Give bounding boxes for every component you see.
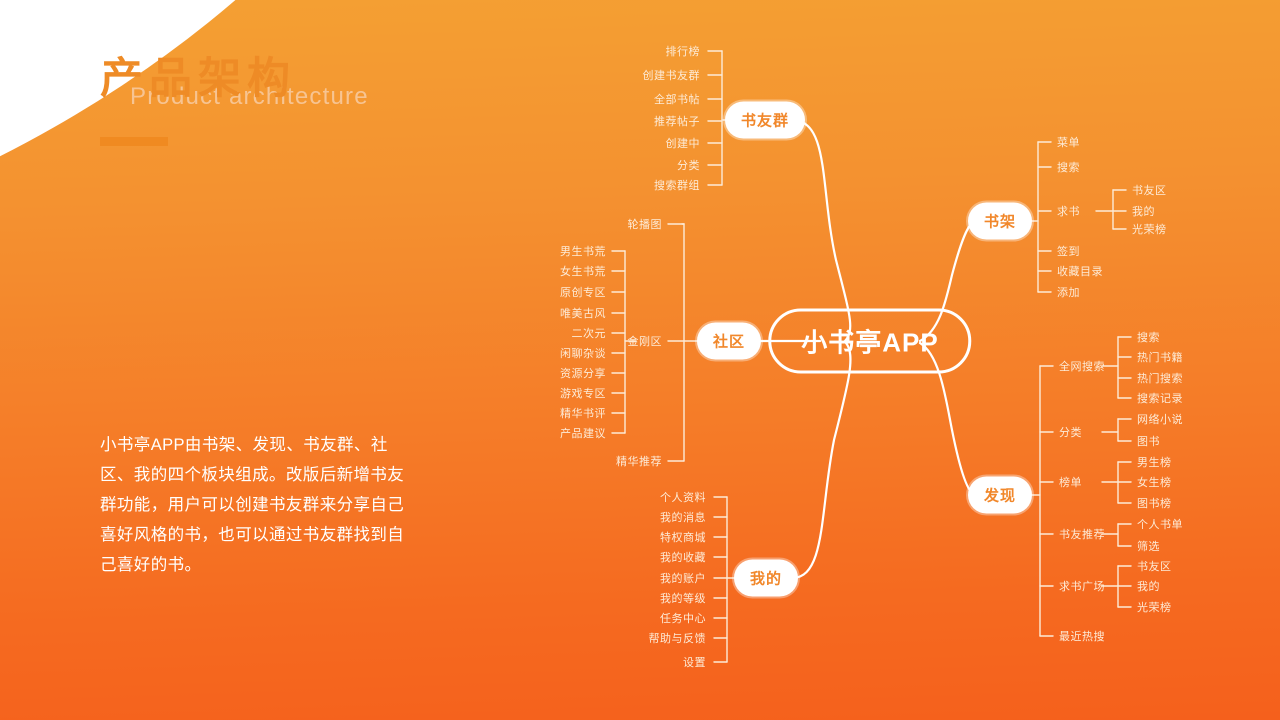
- mindmap-leaf-任务中心[interactable]: 任务中心: [660, 613, 706, 625]
- mindmap-leaf-男生书荒[interactable]: 男生书荒: [560, 246, 606, 258]
- mindmap-leaf-排行榜[interactable]: 排行榜: [665, 46, 700, 58]
- title-block: 产品架构 Product architecture: [100, 55, 368, 129]
- mindmap-node-榜单[interactable]: 榜单: [1059, 477, 1082, 489]
- mindmap-node-分类[interactable]: 分类: [1059, 427, 1082, 439]
- description-text: 小书亭APP由书架、发现、书友群、社区、我的四个板块组成。改版后新增书友群功能，…: [100, 436, 405, 574]
- mindmap-leaf-全网搜索-热门书籍[interactable]: 热门书籍: [1137, 352, 1183, 364]
- mindmap-leaf-精华书评[interactable]: 精华书评: [560, 408, 606, 420]
- mindmap-leaf-全网搜索-热门搜索[interactable]: 热门搜索: [1137, 373, 1183, 385]
- mindmap-leaf-分类-图书[interactable]: 图书: [1137, 436, 1160, 448]
- mindmap-leaf-分类[interactable]: 分类: [677, 160, 700, 172]
- mindmap-leaf-二次元[interactable]: 二次元: [571, 328, 606, 340]
- mindmap-leaf-分类-网络小说[interactable]: 网络小说: [1137, 414, 1183, 426]
- mindmap-branch-书友群[interactable]: 书友群: [724, 101, 806, 139]
- mindmap-leaf-全网搜索-搜索记录[interactable]: 搜索记录: [1137, 393, 1183, 405]
- mindmap-leaf-推荐帖子[interactable]: 推荐帖子: [654, 116, 700, 128]
- mindmap-leaf-游戏专区[interactable]: 游戏专区: [560, 388, 606, 400]
- mindmap-leaf-我的等级[interactable]: 我的等级: [660, 593, 706, 605]
- mindmap-node-全网搜索[interactable]: 全网搜索: [1059, 361, 1105, 373]
- mindmap-leaf-创建书友群[interactable]: 创建书友群: [642, 70, 700, 82]
- mindmap-leaf-创建中[interactable]: 创建中: [665, 138, 700, 150]
- mindmap-leaf-求书广场-书友区[interactable]: 书友区: [1137, 561, 1172, 573]
- mindmap-leaf-书架-求书-书友区[interactable]: 书友区: [1132, 185, 1167, 197]
- mindmap-leaf-精华推荐[interactable]: 精华推荐: [616, 456, 662, 468]
- mindmap-leaf-榜单-女生榜[interactable]: 女生榜: [1137, 477, 1172, 489]
- mindmap-leaf-书架-求书-我的[interactable]: 我的: [1132, 206, 1155, 218]
- mindmap-leaf-个人资料[interactable]: 个人资料: [660, 492, 706, 504]
- mindmap-leaf-闲聊杂谈[interactable]: 闲聊杂谈: [560, 348, 606, 360]
- mindmap-leaf-榜单-男生榜[interactable]: 男生榜: [1137, 457, 1172, 469]
- mindmap-leaf-帮助与反馈[interactable]: 帮助与反馈: [648, 633, 706, 645]
- mindmap-branch-我的[interactable]: 我的: [733, 559, 799, 597]
- mindmap-node-求书[interactable]: 求书: [1057, 206, 1080, 218]
- mindmap-leaf-设置[interactable]: 设置: [683, 657, 706, 669]
- mindmap-node-搜索[interactable]: 搜索: [1057, 162, 1080, 174]
- mindmap-leaf-书架-求书-光荣榜[interactable]: 光荣榜: [1132, 224, 1167, 236]
- mindmap-branch-书架[interactable]: 书架: [967, 202, 1033, 240]
- mindmap-leaf-特权商城[interactable]: 特权商城: [660, 532, 706, 544]
- mindmap-leaf-我的收藏[interactable]: 我的收藏: [660, 552, 706, 564]
- mindmap-node-最近热搜[interactable]: 最近热搜: [1059, 631, 1105, 643]
- mindmap-branch-发现[interactable]: 发现: [967, 476, 1033, 514]
- mindmap-leaf-轮播图[interactable]: 轮播图: [627, 219, 662, 231]
- mindmap-node-菜单[interactable]: 菜单: [1057, 137, 1080, 149]
- mindmap-leaf-原创专区[interactable]: 原创专区: [560, 287, 606, 299]
- mindmap-leaf-唯美古风[interactable]: 唯美古风: [560, 308, 606, 320]
- mindmap-branch-社区[interactable]: 社区: [696, 322, 762, 360]
- mindmap-leaf-榜单-图书榜[interactable]: 图书榜: [1137, 498, 1172, 510]
- mindmap-leaf-产品建议[interactable]: 产品建议: [560, 428, 606, 440]
- mindmap-leaf-搜索群组[interactable]: 搜索群组: [654, 180, 700, 192]
- mindmap-leaf-书友推荐-个人书单[interactable]: 个人书单: [1137, 519, 1183, 531]
- mindmap-node-书友推荐[interactable]: 书友推荐: [1059, 529, 1105, 541]
- mindmap-node-金刚区[interactable]: 金刚区: [627, 336, 662, 348]
- mindmap-leaf-我的消息[interactable]: 我的消息: [660, 512, 706, 524]
- mindmap-leaf-全部书帖[interactable]: 全部书帖: [654, 94, 700, 106]
- mindmap-leaf-全网搜索-搜索[interactable]: 搜索: [1137, 332, 1160, 344]
- mindmap-leaf-我的账户[interactable]: 我的账户: [660, 573, 706, 585]
- mindmap-node-签到[interactable]: 签到: [1057, 246, 1080, 258]
- mindmap-node-收藏目录[interactable]: 收藏目录: [1057, 266, 1103, 278]
- mindmap-leaf-求书广场-光荣榜[interactable]: 光荣榜: [1137, 602, 1172, 614]
- mindmap-leaf-女生书荒[interactable]: 女生书荒: [560, 266, 606, 278]
- page-title: 产品架构: [100, 55, 296, 103]
- title-accent-bar: [100, 137, 168, 146]
- mindmap-leaf-资源分享[interactable]: 资源分享: [560, 368, 606, 380]
- mindmap-node-求书广场[interactable]: 求书广场: [1059, 581, 1105, 593]
- mindmap-leaf-求书广场-我的[interactable]: 我的: [1137, 581, 1160, 593]
- mindmap-leaf-书友推荐-筛选[interactable]: 筛选: [1137, 541, 1160, 553]
- mindmap-root-node[interactable]: 小书亭APP: [768, 308, 972, 374]
- mindmap-node-添加[interactable]: 添加: [1057, 287, 1080, 299]
- page-subtitle: Product architecture: [130, 83, 369, 110]
